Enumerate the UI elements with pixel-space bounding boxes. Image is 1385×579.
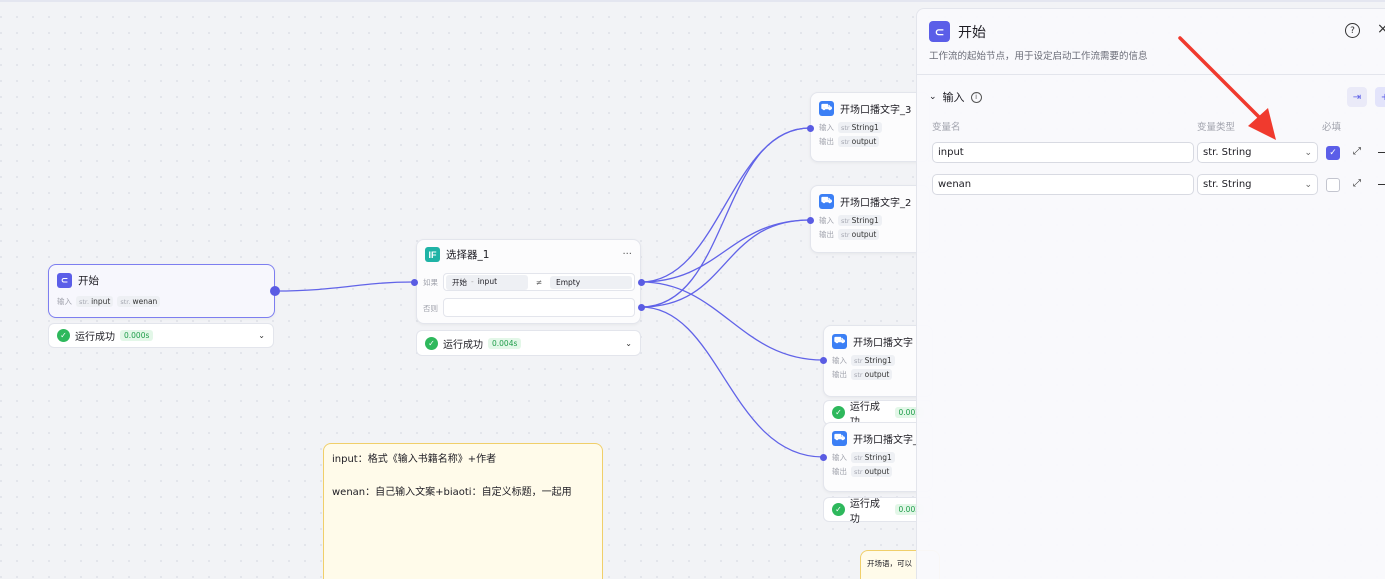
if-output-port[interactable] — [638, 279, 645, 286]
node-title: 开场口播文字_3 — [840, 105, 912, 116]
note-line-1: input：格式《输入书籍名称》+作者 — [332, 454, 497, 465]
duration-badge: 0.002 — [894, 504, 924, 515]
node-title: 选择器_1 — [446, 249, 490, 261]
duration-badge: 0.000s — [120, 330, 154, 341]
else-output-port[interactable] — [638, 304, 645, 311]
node-title: 开场口播文字 — [853, 338, 913, 349]
plugin-icon: ⛟ — [819, 194, 834, 209]
chevron-down-icon[interactable]: ⌄ — [625, 338, 632, 348]
edge-else-plugin2 — [640, 219, 811, 308]
add-variable-button[interactable]: + — [1375, 87, 1385, 107]
success-check-icon: ✓ — [832, 503, 845, 516]
success-check-icon: ✓ — [425, 336, 438, 350]
if-icon: IF — [425, 247, 440, 262]
edge-else-pluginb — [640, 306, 824, 458]
section-title: 输入 — [942, 91, 965, 104]
chevron-down-icon: ⌄ — [1304, 179, 1312, 190]
pluginb-run-status[interactable]: ✓ 运行成功 0.002 — [823, 497, 933, 525]
node-title: 开始 — [78, 275, 99, 287]
node-config-panel: ⊂ 开始 ? × 工作流的起始节点，用于设定启动工作流需要的信息 ⌄ 输入 i … — [916, 8, 1385, 579]
info-icon[interactable]: i — [970, 91, 982, 103]
help-icon[interactable]: ? — [1345, 23, 1360, 38]
if-label: 如果 — [423, 278, 438, 287]
condition-left[interactable]: 开始 - input — [446, 274, 528, 290]
comment-note[interactable]: input：格式《输入书籍名称》+作者 wenan：自己输入文案+biaoti：… — [323, 443, 603, 579]
condition-row[interactable]: 开始 - input ≠ Empty — [443, 273, 635, 291]
column-header-required: 必填 — [1322, 122, 1342, 133]
node-title: 开场口播文字_ — [853, 435, 918, 446]
remove-icon[interactable] — [1378, 152, 1385, 154]
chevron-down-icon: ⌄ — [1304, 147, 1312, 158]
selector-input-port[interactable] — [411, 279, 418, 286]
remove-icon[interactable] — [1378, 184, 1385, 186]
column-header-type: 变量类型 — [1197, 122, 1236, 133]
expand-icon[interactable]: ⤢ — [1353, 146, 1361, 157]
start-icon: ⊂ — [57, 273, 72, 288]
var-tag: str.input — [76, 296, 114, 307]
chevron-down-icon[interactable]: ⌄ — [258, 331, 265, 340]
var-tag: str.wenan — [117, 296, 161, 307]
success-check-icon: ✓ — [57, 329, 70, 342]
more-menu-icon[interactable]: ··· — [622, 249, 632, 260]
required-checkbox[interactable] — [1326, 178, 1340, 192]
plugin-icon: ⛟ — [819, 101, 834, 116]
selector-node[interactable]: IF 选择器_1 ··· 如果 开始 - input ≠ Empty 否则 — [416, 239, 641, 324]
panel-title: 开始 — [958, 24, 986, 41]
duration-badge: 0.004s — [488, 337, 522, 349]
required-checkbox[interactable]: ✓ — [1326, 146, 1340, 160]
operator-not-equal[interactable]: ≠ — [535, 277, 543, 287]
pluginb-input-port[interactable] — [820, 454, 827, 461]
note-line-2: wenan：自己输入文案+biaoti：自定义标题，一起用 — [332, 487, 572, 498]
start-node[interactable]: ⊂ 开始 输入 str.input str.wenan — [48, 264, 275, 318]
column-header-name: 变量名 — [932, 122, 961, 133]
edge-else-plugin3 — [640, 127, 811, 308]
status-text: 运行成功 — [849, 498, 880, 525]
edge-if-plugin2 — [640, 219, 811, 283]
else-row[interactable] — [443, 298, 635, 317]
edge-start-selector — [274, 281, 414, 292]
plugin3-input-port[interactable] — [807, 125, 814, 132]
edge-if-plugin3 — [640, 127, 811, 283]
import-button[interactable]: ⇥ — [1347, 87, 1367, 107]
variable-name-input[interactable]: input — [932, 142, 1194, 163]
start-icon: ⊂ — [929, 21, 950, 42]
node-title: 开场口播文字_2 — [840, 198, 912, 209]
start-output-port[interactable] — [270, 286, 280, 296]
expand-icon[interactable]: ⤢ — [1353, 178, 1361, 189]
close-icon[interactable]: × — [1377, 21, 1385, 37]
top-border — [0, 0, 1385, 2]
condition-right[interactable]: Empty — [550, 275, 632, 289]
plugin-icon: ⛟ — [832, 431, 847, 446]
variable-name-input[interactable]: wenan — [932, 174, 1194, 195]
duration-badge: 0.002 — [894, 407, 924, 418]
panel-description: 工作流的起始节点，用于设定启动工作流需要的信息 — [929, 51, 1148, 62]
edge-if-plugina — [640, 281, 824, 361]
status-text: 运行成功 — [443, 339, 483, 351]
divider — [917, 74, 1385, 75]
plugin2-input-port[interactable] — [807, 217, 814, 224]
variable-type-select[interactable]: str. String⌄ — [1197, 174, 1318, 195]
plugina-input-port[interactable] — [820, 357, 827, 364]
start-run-status[interactable]: ✓ 运行成功 0.000s ⌄ — [48, 323, 274, 348]
input-label: 输入 — [57, 297, 72, 306]
selector-run-status[interactable]: ✓ 运行成功 0.004s ⌄ — [416, 330, 641, 356]
variable-type-select[interactable]: str. String⌄ — [1197, 142, 1318, 163]
else-label: 否则 — [423, 304, 438, 313]
chevron-down-icon[interactable]: ⌄ — [929, 92, 937, 102]
input-section-header[interactable]: ⌄ 输入 i — [929, 89, 982, 105]
status-text: 运行成功 — [75, 332, 115, 343]
success-check-icon: ✓ — [832, 406, 845, 419]
plugin-icon: ⛟ — [832, 334, 847, 349]
